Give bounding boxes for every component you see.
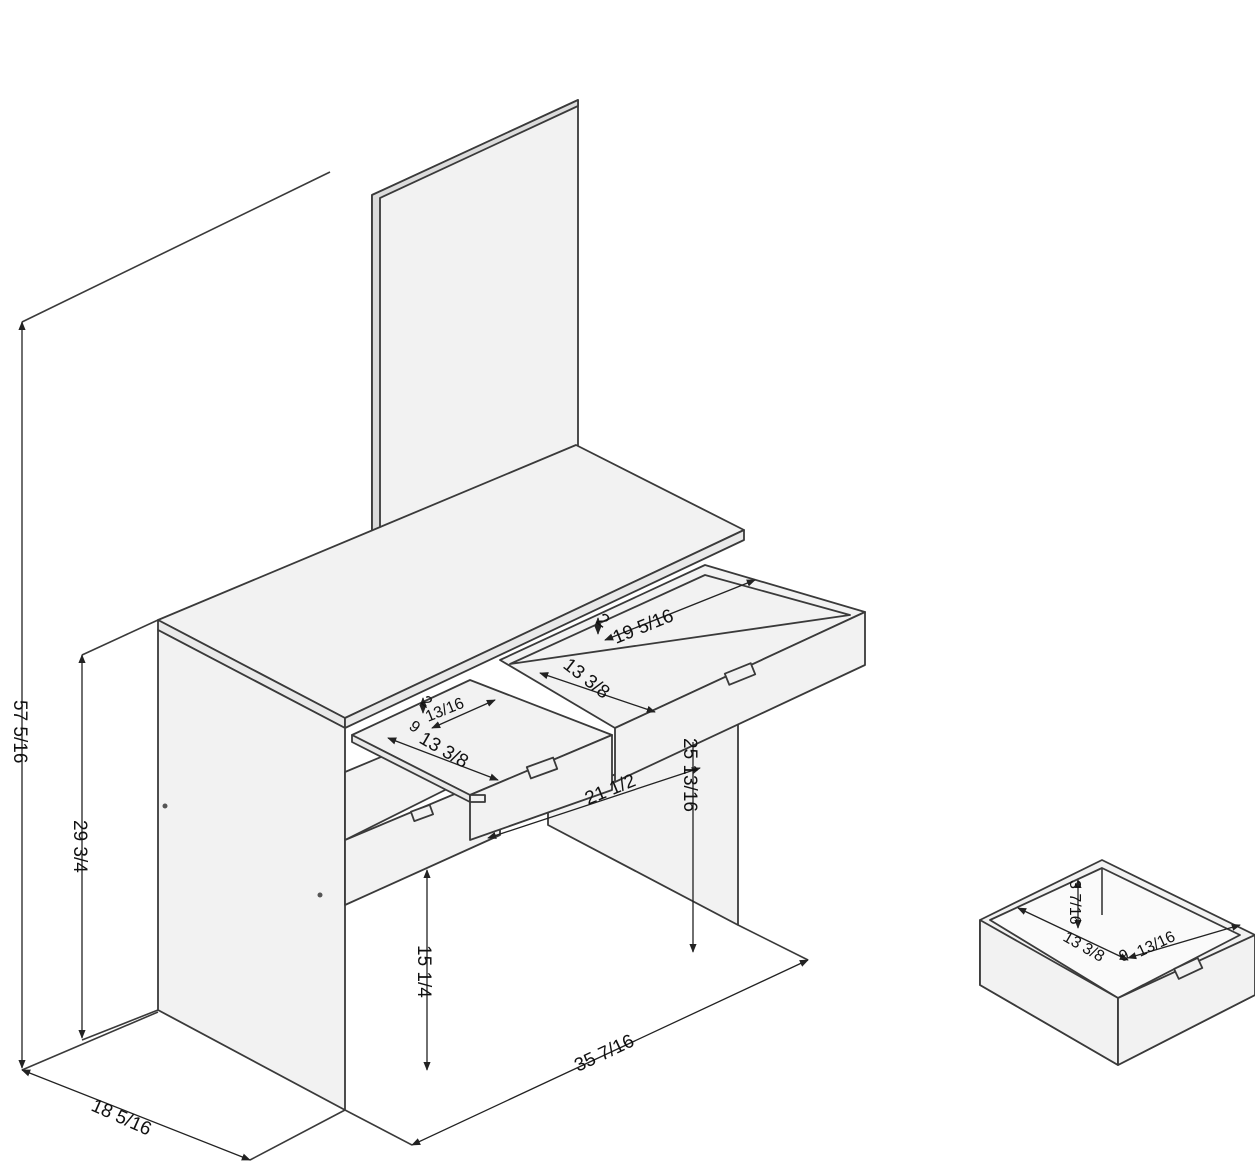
desk-height-label: 29 3/4 [69, 820, 90, 873]
knee-height-label: 15 1/4 [413, 945, 434, 998]
leg-height-label: 25 13/16 [679, 738, 700, 812]
total-height-label: 57 5/16 [9, 700, 30, 763]
width-label: 35 7/16 [571, 1031, 637, 1077]
depth-label: 18 5/16 [88, 1095, 154, 1140]
desk-top [157, 444, 745, 729]
side-drawer-height-label: 3 7/16 [1066, 880, 1083, 925]
side-drawer: 3 7/16 13 3/8 9 13/16 [979, 859, 1255, 1066]
dimension-lines [18, 321, 809, 1161]
extension-lines [21, 171, 809, 1161]
